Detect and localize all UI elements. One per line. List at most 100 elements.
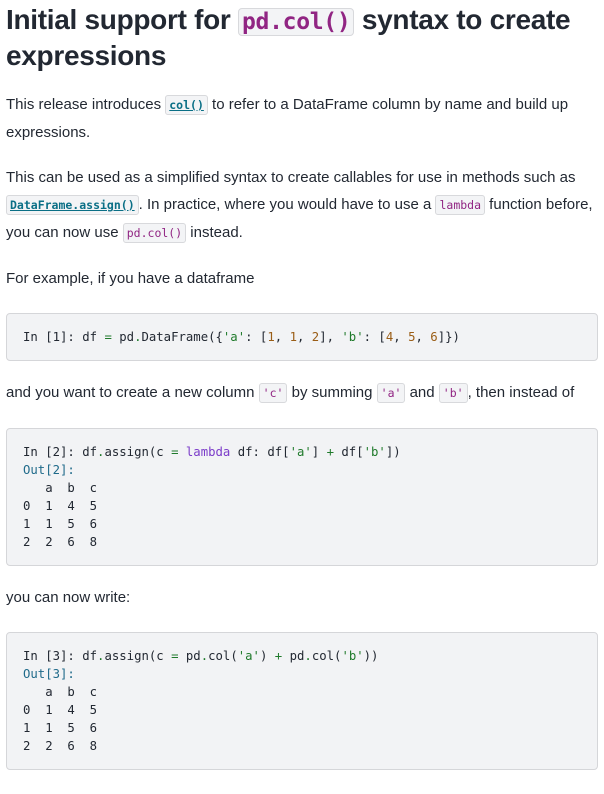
code-token: : [: [363, 330, 386, 344]
code-token: +: [326, 445, 334, 459]
paragraph-text: This can be used as a simplified syntax …: [6, 169, 576, 186]
code-token: pd: [282, 649, 305, 663]
inline-code: pd.col(): [122, 223, 187, 243]
code-block: In [1]: df = pd.DataFrame({'a': [1, 1, 2…: [6, 313, 598, 361]
code-block: In [2]: df.assign(c = lambda df: df['a']…: [6, 428, 598, 566]
paragraph-text: This release introduces: [6, 96, 166, 113]
code-token: a b c: [23, 685, 98, 699]
heading-code: pd.col(): [238, 8, 355, 36]
code-block: In [3]: df.assign(c = pd.col('a') + pd.c…: [6, 632, 598, 770]
code-token: assign(c: [104, 649, 172, 663]
code-token: Out[2]:: [23, 463, 75, 477]
code-token: ]): [385, 445, 401, 459]
code-line: In [3]: df.assign(c = pd.col('a') + pd.c…: [23, 647, 581, 665]
inline-code: 'b': [438, 383, 468, 403]
inline-code: 'c': [258, 383, 288, 403]
paragraph-text: . In practice, where you would have to u…: [138, 196, 436, 213]
code-token: assign(c: [104, 445, 172, 459]
code-token: ,: [296, 330, 312, 344]
code-token: In [1]: df: [23, 330, 105, 344]
code-token: ,: [415, 330, 431, 344]
code-token: 0 1 4 5: [23, 703, 98, 717]
code-token: [179, 445, 186, 459]
release-note-section: Initial support for pd.col() syntax to c…: [0, 3, 604, 770]
paragraph-text: instead.: [186, 224, 243, 241]
code-token: pd: [111, 330, 135, 344]
inline-code: lambda: [435, 195, 486, 215]
heading-text: Initial support for: [6, 4, 238, 35]
code-token: .: [97, 649, 105, 663]
paragraph: This release introduces col() to refer t…: [6, 91, 598, 146]
code-line: 2 2 6 8: [23, 737, 581, 755]
paragraph-text: For example, if you have a dataframe: [6, 270, 255, 287]
code-token: ]}): [437, 330, 460, 344]
code-token: 5: [408, 330, 416, 344]
code-token: .: [304, 649, 312, 663]
code-token: 2 2 6 8: [23, 739, 98, 753]
inline-code-link[interactable]: col(): [165, 95, 208, 115]
code-token: col(: [311, 649, 342, 663]
code-token: 1: [267, 330, 275, 344]
code-token: =: [171, 649, 179, 663]
code-line: 1 1 5 6: [23, 719, 581, 737]
code-token: .: [200, 649, 209, 663]
code-token: 'a': [237, 649, 260, 663]
code-token: 'a': [289, 445, 312, 459]
paragraph-text: function before, you can now use: [6, 196, 593, 241]
code-token: ,: [274, 330, 290, 344]
code-token: .: [97, 445, 105, 459]
inline-code: 'a': [376, 383, 406, 403]
code-token: 'b': [363, 445, 386, 459]
code-line: a b c: [23, 683, 581, 701]
code-line: 2 2 6 8: [23, 533, 581, 551]
code-token: ],: [319, 330, 342, 344]
code-token: 1 1 5 6: [23, 721, 98, 735]
code-line: 0 1 4 5: [23, 701, 581, 719]
paragraph-text: you can now write:: [6, 589, 131, 606]
code-line: In [1]: df = pd.DataFrame({'a': [1, 1, 2…: [23, 328, 581, 346]
code-token: 0 1 4 5: [23, 499, 98, 513]
code-token: a b c: [23, 481, 98, 495]
code-token: pd: [178, 649, 201, 663]
paragraph-text: by summing: [287, 384, 377, 401]
code-token: .: [134, 330, 142, 344]
code-token: 'a': [222, 330, 246, 344]
code-token: +: [274, 649, 283, 663]
code-token: DataFrame({: [141, 330, 223, 344]
inline-code-link[interactable]: DataFrame.assign(): [6, 195, 139, 215]
paragraph-text: and: [405, 384, 439, 401]
code-token: In [2]: df: [23, 445, 98, 459]
code-token: 2: [311, 330, 320, 344]
code-token: col(: [208, 649, 238, 663]
paragraph: you can now write:: [6, 584, 598, 611]
code-line: Out[3]:: [23, 665, 581, 683]
code-token: ]: [311, 445, 327, 459]
heading-text: syntax to create expressions: [6, 4, 571, 71]
code-token: 2 2 6 8: [23, 535, 98, 549]
paragraph: For example, if you have a dataframe: [6, 265, 598, 292]
code-token: In [3]: df: [23, 649, 98, 663]
code-token: 6: [430, 330, 438, 344]
code-token: )): [363, 649, 379, 663]
code-line: 1 1 5 6: [23, 515, 581, 533]
paragraph-text: and you want to create a new column: [6, 384, 259, 401]
code-token: Out[3]:: [23, 667, 75, 681]
code-token: 'b': [341, 649, 364, 663]
code-token: 1: [289, 330, 297, 344]
code-token: 1 1 5 6: [23, 517, 98, 531]
code-token: =: [171, 445, 179, 459]
code-token: : [: [245, 330, 268, 344]
code-token: ): [259, 649, 275, 663]
code-token: ,: [393, 330, 409, 344]
paragraph-text: , then instead of: [467, 384, 575, 401]
code-line: 0 1 4 5: [23, 497, 581, 515]
code-token: =: [104, 330, 112, 344]
code-token: df: df[: [230, 445, 290, 459]
code-line: Out[2]:: [23, 461, 581, 479]
paragraph: and you want to create a new column 'c' …: [6, 379, 598, 407]
section-heading: Initial support for pd.col() syntax to c…: [6, 3, 598, 73]
code-token: 4: [385, 330, 394, 344]
code-line: In [2]: df.assign(c = lambda df: df['a']…: [23, 443, 581, 461]
code-token: lambda: [185, 445, 231, 459]
paragraph: This can be used as a simplified syntax …: [6, 164, 598, 247]
